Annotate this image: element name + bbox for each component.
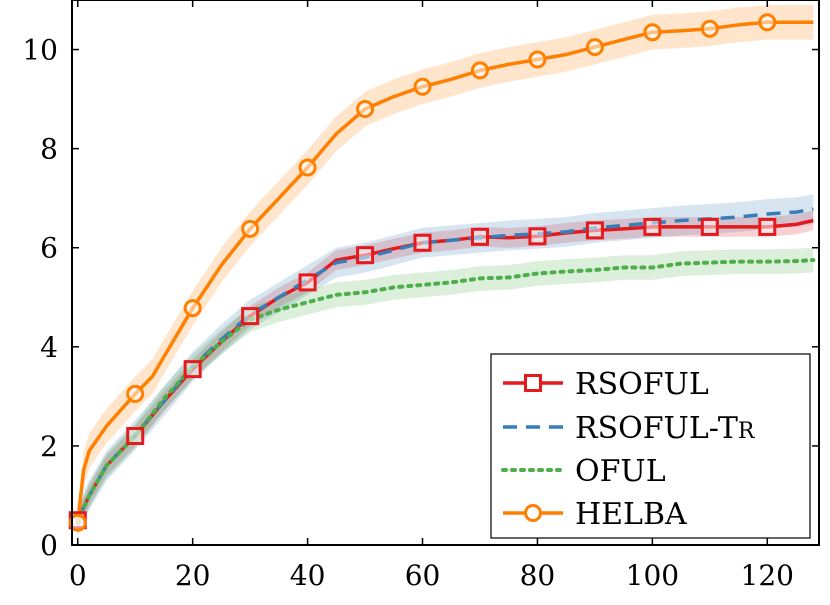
marker-square (183, 360, 202, 379)
marker-circle (585, 38, 604, 57)
x-tick-label: 0 (69, 559, 87, 592)
marker-circle (356, 100, 375, 118)
band-3 (77, 5, 814, 540)
marker-circle (68, 513, 87, 532)
legend-label-2: OFUL (575, 454, 666, 489)
marker-square (241, 307, 260, 326)
y-tick-label: 0 (40, 529, 58, 562)
legend: RSOFUL RSOFUL-TR OFUL HELBA (490, 353, 811, 539)
marker-square (470, 227, 489, 246)
x-tick-label: 60 (405, 559, 441, 592)
series-markers (68, 13, 777, 532)
marker-circle (700, 19, 719, 38)
marker-square (643, 217, 662, 236)
marker-circle (413, 77, 432, 96)
y-tick-label: 4 (40, 331, 58, 364)
marker-circle (241, 219, 260, 238)
marker-square (413, 233, 432, 252)
marker-square (700, 217, 719, 236)
marker-circle (528, 50, 547, 69)
marker-circle (643, 23, 662, 42)
marker-square (298, 273, 317, 292)
series-line-3 (75, 20, 814, 523)
marker-square (528, 227, 547, 246)
marker-circle (758, 13, 777, 32)
plot-frame (71, 0, 820, 546)
legend-label-0: RSOFUL (575, 367, 709, 402)
marker-circle (298, 158, 317, 177)
legend-label-3: HELBA (575, 497, 687, 532)
x-tick-label: 20 (175, 559, 211, 592)
legend-label-1: RSOFUL-TR (575, 411, 756, 446)
band-2 (77, 247, 814, 536)
legend-marker (524, 374, 542, 392)
marker-circle (183, 299, 202, 318)
x-tick-label: 40 (290, 559, 326, 592)
series-line-2 (75, 258, 816, 525)
marker-circle (470, 61, 489, 80)
marker-square (126, 427, 145, 445)
y-tick-label: 6 (40, 232, 58, 265)
legend-marker (524, 504, 542, 522)
y-tick-label: 2 (40, 430, 58, 463)
series-lines (75, 20, 816, 525)
y-tick-label: 8 (40, 133, 58, 166)
x-tick-label: 100 (626, 559, 679, 592)
marker-circle (126, 384, 145, 403)
marker-square (758, 217, 777, 236)
axis-ticks: 0 20 40 60 80 100 120 0 2 4 6 8 10 (22, 0, 819, 592)
marker-square (356, 246, 375, 265)
marker-square (585, 221, 604, 240)
x-tick-label: 120 (741, 559, 794, 592)
x-tick-label: 80 (520, 559, 556, 592)
y-tick-label: 10 (22, 34, 58, 67)
